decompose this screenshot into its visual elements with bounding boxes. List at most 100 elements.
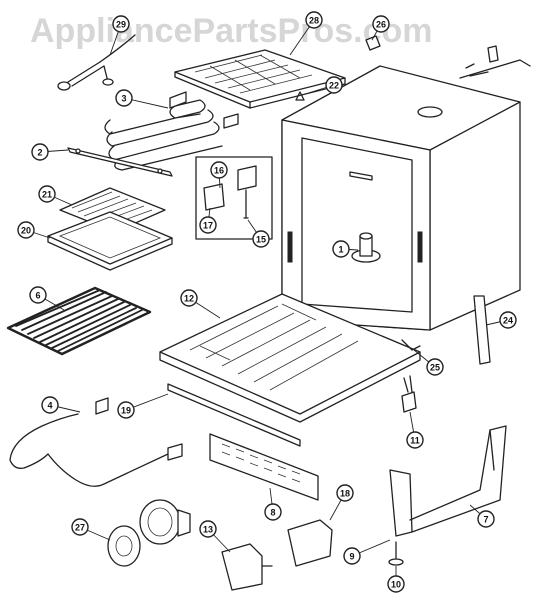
- callout-15: 15: [252, 230, 270, 248]
- callout-circle: [343, 547, 361, 565]
- switch-part: [401, 375, 417, 413]
- callout-7: 7: [477, 510, 495, 528]
- callout-number: 25: [430, 363, 440, 373]
- igniter-probe-part: [57, 34, 136, 91]
- callout-number: 20: [21, 226, 31, 236]
- callout-28: 28: [305, 11, 323, 29]
- callout-number: 22: [329, 81, 339, 91]
- callout-number: 27: [75, 523, 85, 533]
- callout-number: 24: [503, 316, 513, 326]
- callout-number: 26: [376, 20, 386, 30]
- vent-panel-part: [209, 433, 319, 501]
- callout-21: 21: [38, 185, 56, 203]
- callout-circle: [264, 503, 282, 521]
- front-trim-part: [167, 383, 301, 447]
- top-heat-shield-part: [174, 49, 346, 109]
- callout-6: 6: [29, 286, 47, 304]
- callout-circle: [252, 230, 270, 248]
- callout-number: 8: [270, 508, 275, 518]
- bake-element-part: [104, 91, 239, 171]
- bracket-block-part: [365, 35, 381, 51]
- callout-number: 16: [214, 166, 224, 176]
- convection-fan-part: [107, 499, 191, 567]
- callout-number: 29: [116, 20, 126, 30]
- callout-circle: [71, 518, 89, 536]
- callout-24: 24: [499, 311, 517, 329]
- motor-part: [221, 543, 273, 591]
- callout-number: 10: [391, 580, 401, 590]
- callout-20: 20: [17, 221, 35, 239]
- callout-17: 17: [199, 216, 217, 234]
- callout-circle: [38, 185, 56, 203]
- side-rail-part: [473, 295, 491, 365]
- callout-number: 28: [309, 16, 319, 26]
- callout-circle: [336, 484, 354, 502]
- callout-8: 8: [264, 503, 282, 521]
- callout-3: 3: [115, 89, 133, 107]
- callout-number: 12: [184, 294, 194, 304]
- callout-number: 1: [338, 245, 343, 255]
- callout-circle: [29, 286, 47, 304]
- callout-circle: [325, 76, 343, 94]
- burner-fitting-part: [351, 232, 381, 263]
- callout-number: 21: [42, 190, 52, 200]
- callout-circle: [117, 401, 135, 419]
- broiler-pan-part: [47, 211, 173, 271]
- callout-number: 7: [483, 515, 488, 525]
- callout-number: 3: [121, 94, 126, 104]
- callout-10: 10: [387, 575, 405, 593]
- callout-circle: [406, 431, 424, 449]
- callout-number: 15: [256, 235, 266, 245]
- callout-circle: [499, 311, 517, 329]
- callout-25: 25: [426, 358, 444, 376]
- callout-circle: [305, 11, 323, 29]
- anti-tip-bracket-part: [389, 425, 507, 537]
- callout-26: 26: [372, 15, 390, 33]
- callout-circle: [31, 143, 49, 161]
- callout-12: 12: [180, 289, 198, 307]
- callout-2: 2: [31, 143, 49, 161]
- callout-circle: [17, 221, 35, 239]
- callout-number: 13: [203, 525, 213, 535]
- sensor-bulb-part: [459, 45, 531, 79]
- oven-bottom-part: [159, 293, 421, 423]
- watermark: AppliancePartsPros.com: [30, 12, 432, 50]
- bottom-clip-part: [401, 339, 421, 351]
- callout-number: 9: [349, 552, 354, 562]
- callout-11: 11: [406, 431, 424, 449]
- callout-number: 6: [35, 291, 40, 301]
- callout-circle: [112, 15, 130, 33]
- callout-circle: [180, 289, 198, 307]
- callout-number: 11: [410, 436, 420, 446]
- oven-cavity-part: [281, 65, 521, 331]
- callout-9: 9: [343, 547, 361, 565]
- leveling-leg-part: [388, 541, 404, 566]
- callout-circle: [41, 396, 59, 414]
- clip-part: [295, 91, 305, 101]
- callout-number: 18: [340, 489, 350, 499]
- callout-circle: [210, 161, 228, 179]
- callout-circle: [477, 510, 495, 528]
- callout-number: 17: [203, 221, 213, 231]
- callout-1: 1: [332, 240, 350, 258]
- callout-18: 18: [336, 484, 354, 502]
- callout-circle: [115, 89, 133, 107]
- callout-19: 19: [117, 401, 135, 419]
- callout-circle: [387, 575, 405, 593]
- callout-circle: [199, 520, 217, 538]
- callout-circle: [426, 358, 444, 376]
- callout-22: 22: [325, 76, 343, 94]
- support-bar-part: [67, 147, 173, 177]
- callout-circle: [372, 15, 390, 33]
- lower-element-part: [9, 397, 183, 487]
- callout-number: 2: [37, 148, 42, 158]
- cover-part: [287, 519, 333, 567]
- callout-4: 4: [41, 396, 59, 414]
- callout-number: 4: [47, 401, 52, 411]
- callout-circle: [332, 240, 350, 258]
- callout-29: 29: [112, 15, 130, 33]
- callout-27: 27: [71, 518, 89, 536]
